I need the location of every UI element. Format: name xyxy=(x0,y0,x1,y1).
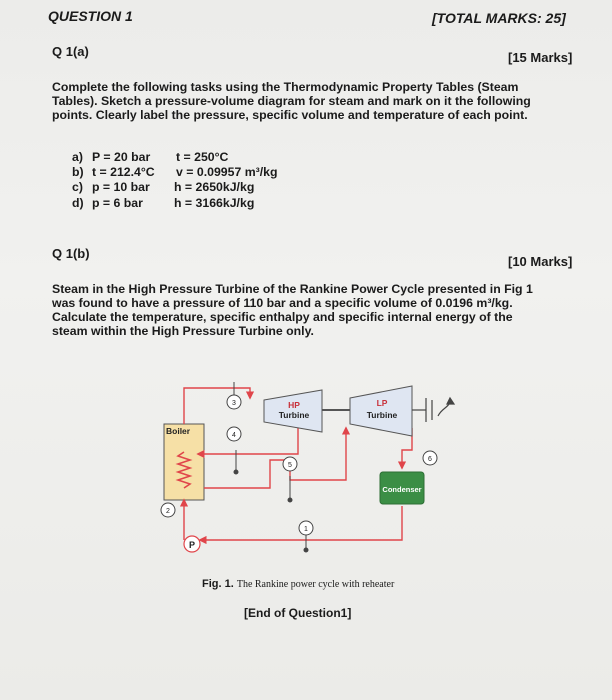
pipe-condenser-to-pump xyxy=(198,506,403,545)
item-letter-b: b) xyxy=(72,165,84,179)
pump-label: P xyxy=(189,540,195,550)
item-letter-a: a) xyxy=(72,150,83,164)
pipe-boiler-to-hp xyxy=(183,387,255,424)
lp-turbine xyxy=(349,385,413,437)
figure-caption: Fig. 1. The Rankine power cycle with reh… xyxy=(202,578,394,590)
total-marks: [TOTAL MARKS: 25] xyxy=(432,10,566,26)
rankine-cycle-diagram: Boiler HP Turbine xyxy=(160,382,456,553)
state-marker-1: 1 xyxy=(304,526,308,533)
item-c-first: p = 10 bar xyxy=(92,180,150,194)
q1b-label: Q 1(b) xyxy=(52,246,90,261)
state-marker-6: 6 xyxy=(428,456,432,463)
figure-caption-number: Fig. 1. xyxy=(202,578,234,590)
item-b-second: v = 0.09957 m³/kg xyxy=(176,165,278,179)
question-heading: QUESTION 1 xyxy=(48,8,133,24)
q1a-label: Q 1(a) xyxy=(52,44,89,59)
q1b-marks: [10 Marks] xyxy=(508,254,573,269)
hp-turbine-label-line2: Turbine xyxy=(279,410,310,420)
hp-turbine-label-line1: HP xyxy=(288,400,300,410)
item-a-first: P = 20 bar xyxy=(92,150,151,164)
figure-caption-text: The Rankine power cycle with reheater xyxy=(236,579,395,590)
pipe-lp-to-condenser xyxy=(397,428,413,470)
lp-turbine-label-line1: LP xyxy=(377,398,388,408)
end-of-question: [End of Question1] xyxy=(244,606,352,620)
q1b-line-3: Calculate the temperature, specific enth… xyxy=(52,310,513,324)
q1b-line-2: was found to have a pressure of 110 bar … xyxy=(52,296,513,310)
pipe-reheater-to-lp xyxy=(204,426,351,489)
item-b-first: t = 212.4°C xyxy=(92,165,155,179)
q1a-line-1: Complete the following tasks using the T… xyxy=(52,80,519,94)
item-d-first: p = 6 bar xyxy=(92,196,143,210)
boiler-heating-coil xyxy=(175,451,193,489)
item-a-second: t = 250°C xyxy=(176,150,229,164)
state-markers: 3 4 5 6 1 2 xyxy=(160,394,438,536)
item-d-second: h = 3166kJ/kg xyxy=(174,196,255,210)
state-marker-4: 4 xyxy=(232,432,236,439)
generator-icon xyxy=(412,396,456,422)
condenser-box xyxy=(379,471,425,505)
state-marker-5: 5 xyxy=(288,462,292,469)
item-letter-c: c) xyxy=(72,180,83,194)
pipe-hp-to-reheater xyxy=(196,428,299,459)
cycle-pipework xyxy=(179,387,413,545)
q1a-line-2: Tables). Sketch a pressure-volume diagra… xyxy=(52,94,531,108)
q1a-line-3: points. Clearly label the pressure, spec… xyxy=(52,108,528,122)
q1b-line-1: Steam in the High Pressure Turbine of th… xyxy=(52,282,533,296)
item-c-second: h = 2650kJ/kg xyxy=(174,180,255,194)
state-marker-2: 2 xyxy=(166,508,170,515)
q1a-marks: [15 Marks] xyxy=(508,50,573,65)
lp-turbine-label-line2: Turbine xyxy=(367,410,398,420)
hp-turbine xyxy=(263,389,323,433)
state-marker-3: 3 xyxy=(232,400,236,407)
item-letter-d: d) xyxy=(72,196,84,210)
condenser-label: Condenser xyxy=(382,485,421,494)
pump-circle xyxy=(183,535,201,553)
q1b-line-4: steam within the High Pressure Turbine o… xyxy=(52,324,314,338)
boiler-label: Boiler xyxy=(166,426,191,436)
